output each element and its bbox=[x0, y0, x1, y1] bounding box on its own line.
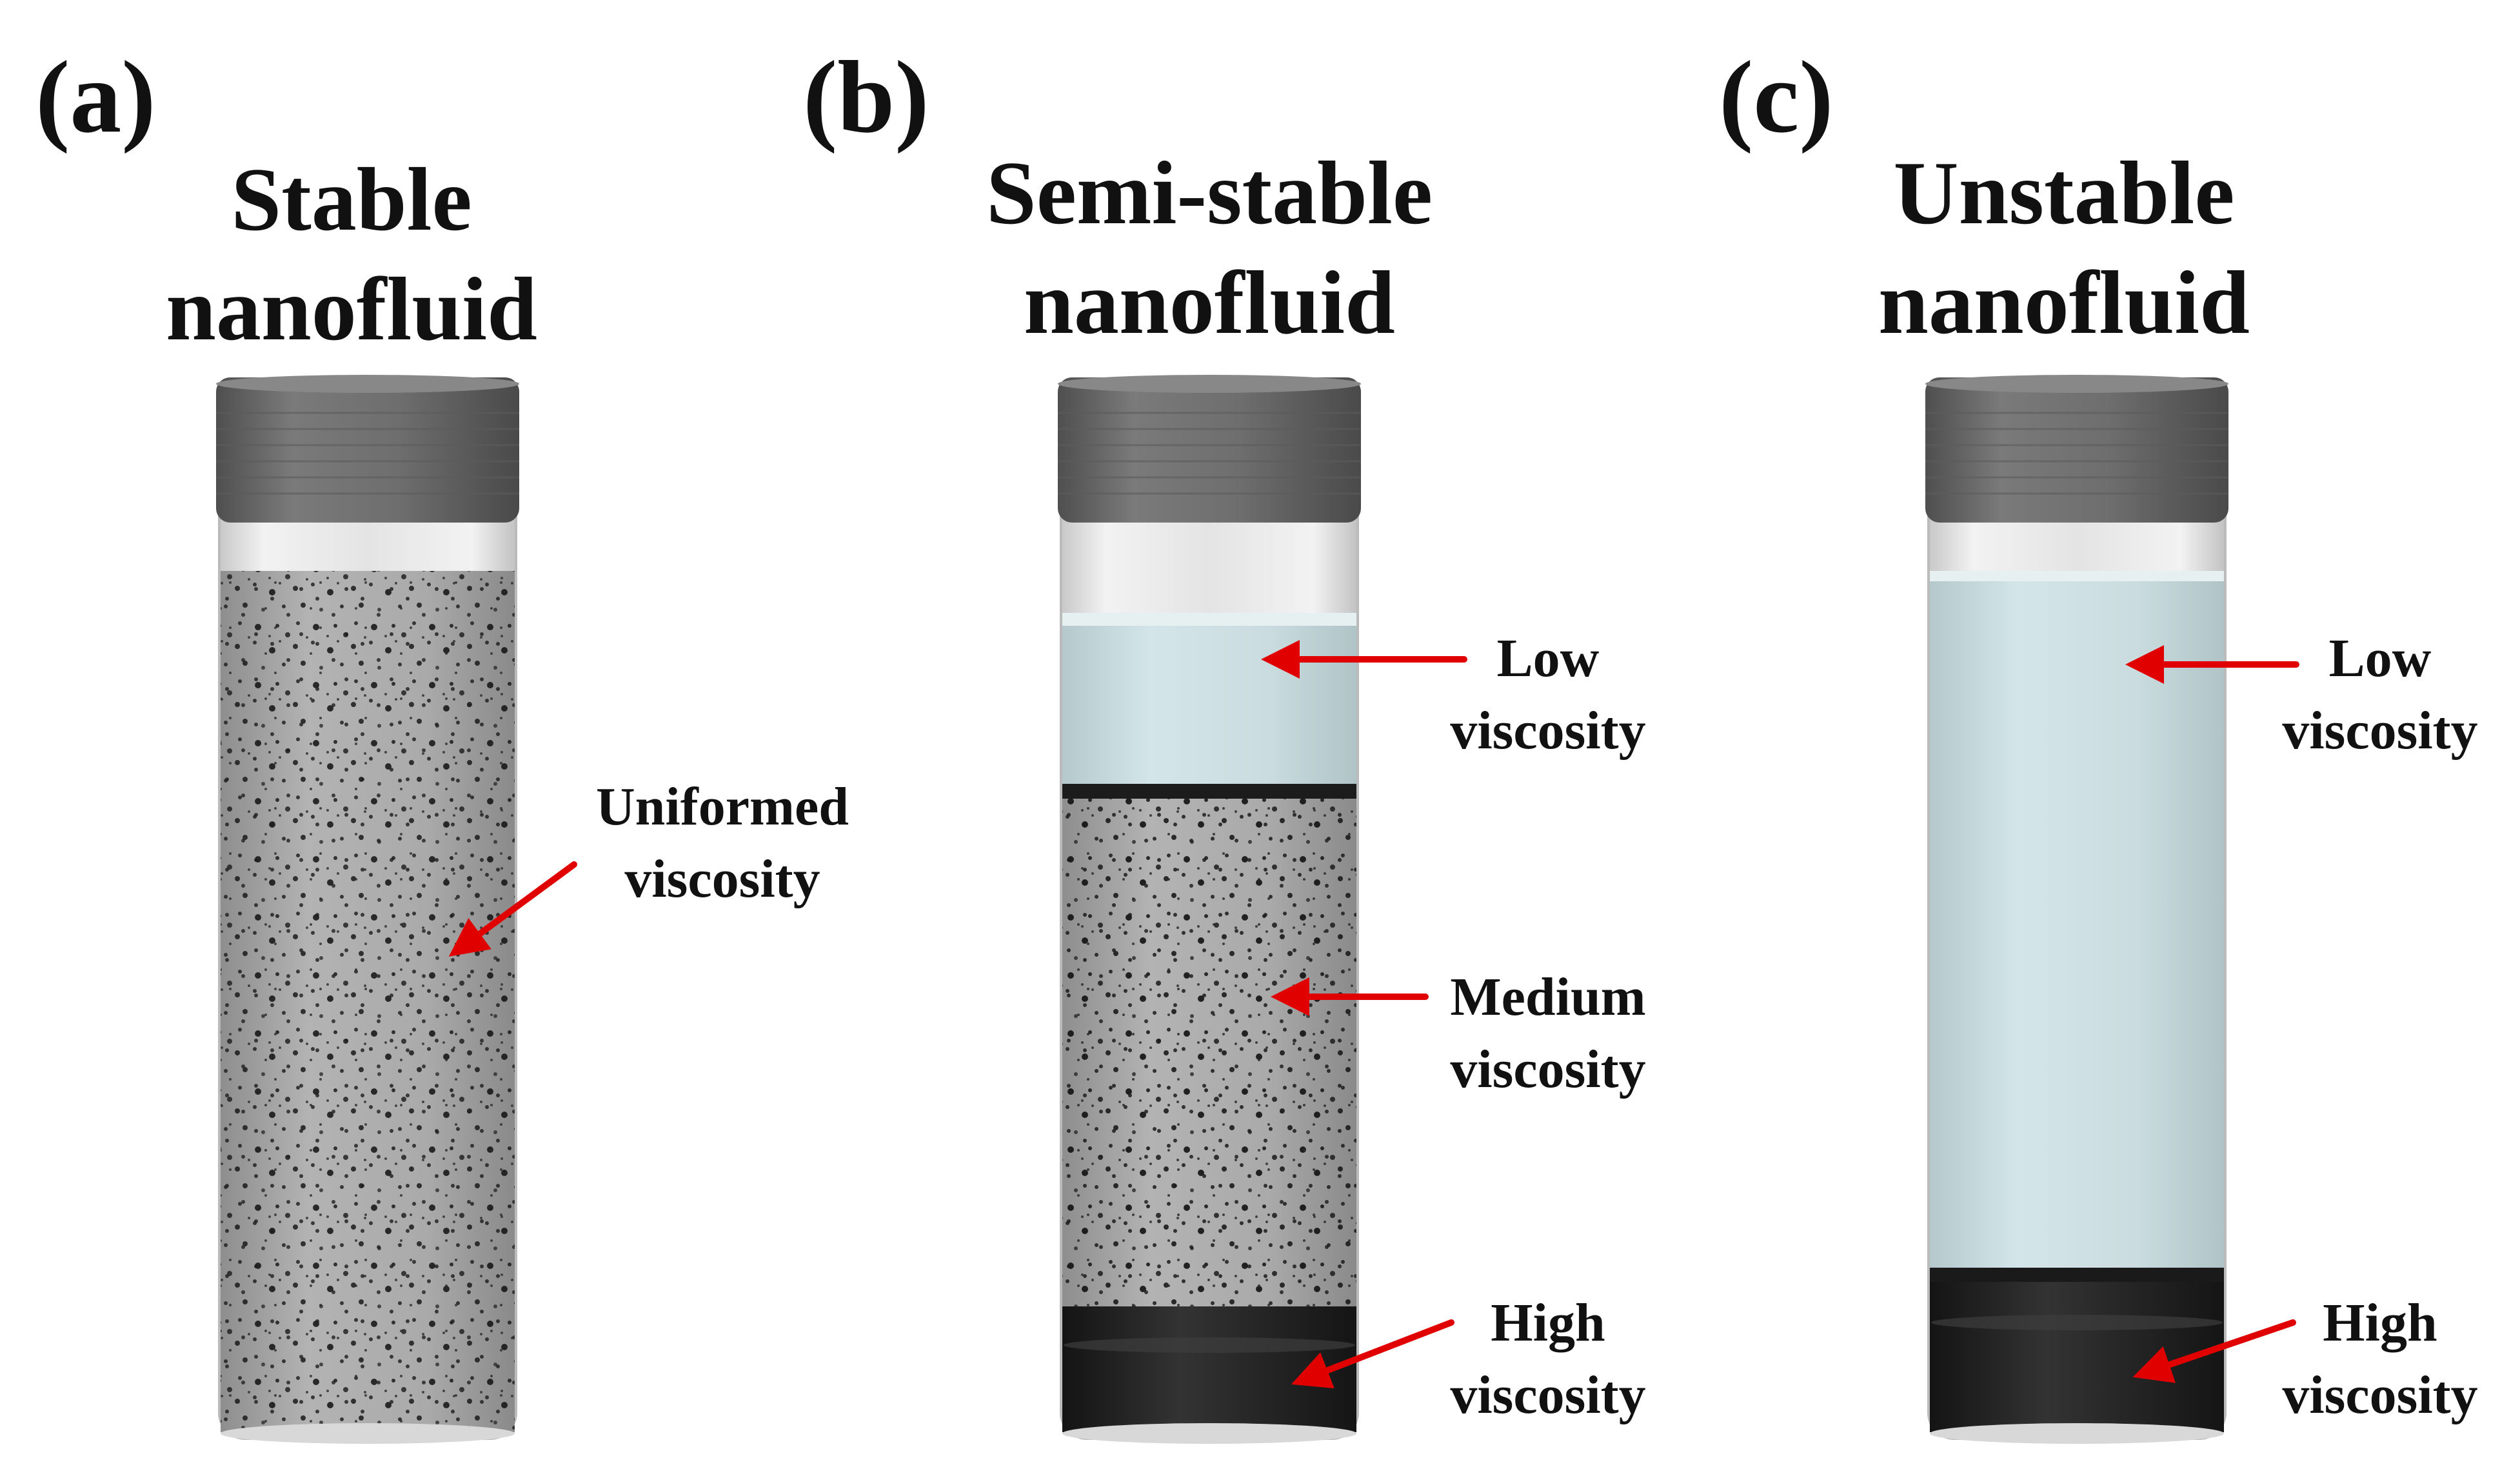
vial-c bbox=[1925, 375, 2228, 1444]
panel-letter-b: (b) bbox=[803, 39, 929, 154]
panel-letter-a: (a) bbox=[35, 39, 156, 154]
vial-c-cap bbox=[1925, 377, 2228, 523]
arrow-a-uniform bbox=[448, 861, 577, 957]
arrow-c-high bbox=[2132, 1319, 2296, 1383]
panel-b-title: Semi-stable nanofluid bbox=[919, 139, 1500, 358]
vial-b-clear-layer bbox=[1062, 613, 1356, 787]
vial-b bbox=[1058, 375, 1361, 1444]
label-b-high-line2: viscosity bbox=[1450, 1365, 1646, 1425]
panel-c-title: Unstable nanofluid bbox=[1774, 139, 2354, 358]
label-c-low-line2: viscosity bbox=[2282, 701, 2478, 761]
panel-a-title-line1: Stable bbox=[231, 150, 472, 250]
label-b-low-line2: viscosity bbox=[1450, 701, 1646, 761]
label-a-uniformed-viscosity: Uniformed viscosity bbox=[580, 771, 864, 915]
panel-b-title-line1: Semi-stable bbox=[986, 143, 1433, 243]
label-a-line1: Uniformed bbox=[596, 777, 849, 837]
label-c-low-viscosity: Low viscosity bbox=[2251, 623, 2509, 767]
vial-c-sediment-layer bbox=[1930, 1282, 2224, 1432]
label-b-high-line1: High bbox=[1491, 1293, 1605, 1353]
vial-c-clear-layer bbox=[1930, 571, 2224, 1271]
panel-c-title-line2: nanofluid bbox=[1878, 253, 2250, 353]
label-c-high-line2: viscosity bbox=[2282, 1365, 2478, 1425]
label-b-medium-line1: Medium bbox=[1450, 967, 1646, 1027]
panel-c-title-line1: Unstable bbox=[1893, 143, 2235, 243]
label-b-high-viscosity: High viscosity bbox=[1419, 1287, 1677, 1432]
panel-letter-c: (c) bbox=[1719, 39, 1834, 154]
vial-a bbox=[216, 375, 519, 1444]
label-c-high-line1: High bbox=[2323, 1293, 2437, 1353]
label-b-medium-line2: viscosity bbox=[1450, 1039, 1646, 1099]
vial-a-cap bbox=[216, 377, 519, 523]
label-b-low-line1: Low bbox=[1496, 628, 1600, 688]
label-a-line2: viscosity bbox=[624, 849, 820, 909]
panel-b-title-line2: nanofluid bbox=[1024, 253, 1395, 353]
vial-b-sediment-layer bbox=[1062, 1306, 1356, 1432]
panel-a-title: Stable nanofluid bbox=[61, 145, 642, 365]
label-c-low-line1: Low bbox=[2328, 628, 2432, 688]
panel-a-title-line2: nanofluid bbox=[166, 259, 537, 359]
label-b-low-viscosity: Low viscosity bbox=[1419, 623, 1677, 767]
label-b-medium-viscosity: Medium viscosity bbox=[1419, 961, 1677, 1106]
arrow-b-high bbox=[1291, 1319, 1454, 1389]
vial-b-cap bbox=[1058, 377, 1361, 523]
label-c-high-viscosity: High viscosity bbox=[2251, 1287, 2509, 1432]
